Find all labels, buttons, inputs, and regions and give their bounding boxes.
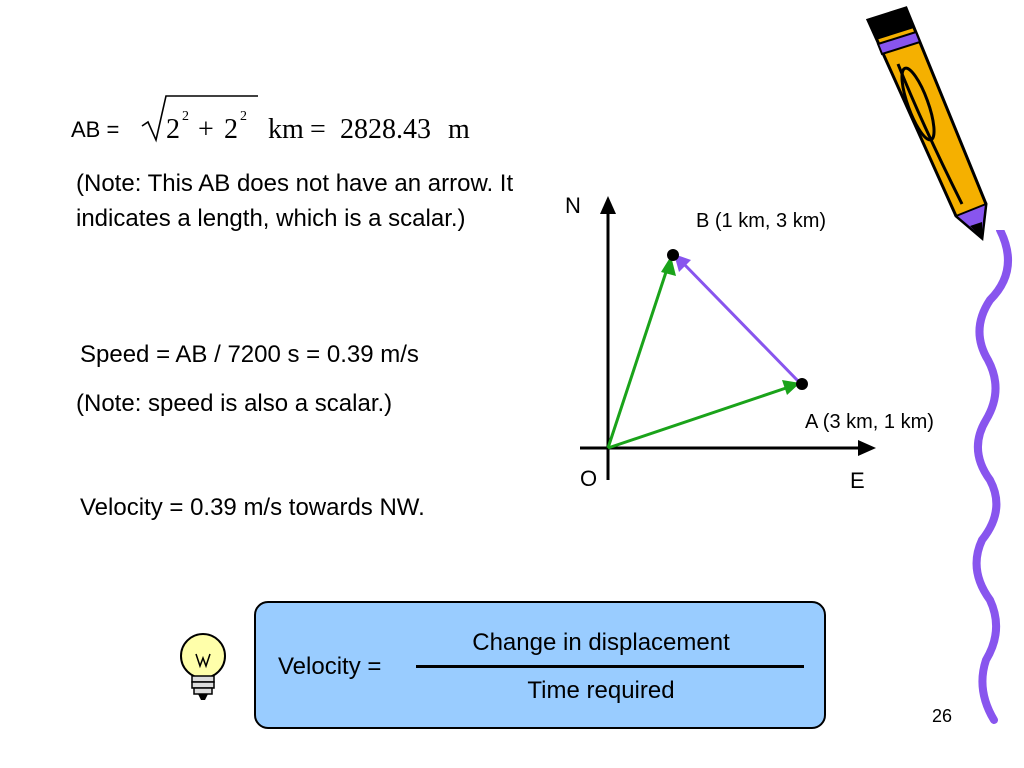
equation-unit: km	[268, 114, 304, 145]
equation-equals: =	[310, 114, 326, 145]
vector-ab	[680, 260, 802, 385]
equation-result: 2828.43	[340, 114, 431, 145]
formula-fraction-bar	[416, 665, 804, 668]
radicand-base-2: 2	[224, 114, 238, 145]
point-b-label: B (1 km, 3 km)	[696, 210, 827, 232]
lightbulb-icon	[180, 633, 226, 700]
radicand-operator: +	[198, 114, 214, 145]
north-label: N	[565, 193, 581, 218]
formula-numerator: Change in displacement	[472, 629, 730, 656]
vector-ob-arrowhead	[661, 256, 676, 276]
point-a	[796, 378, 808, 390]
point-a-label: A (3 km, 1 km)	[805, 411, 934, 433]
radicand-exp-2: 2	[240, 109, 247, 124]
speed-text: Speed = AB / 7200 s = 0.39 m/s	[80, 341, 419, 368]
displacement-diagram	[580, 196, 876, 480]
formula-lhs: Velocity =	[278, 653, 382, 680]
vector-oa	[607, 384, 793, 450]
radicand-base-1: 2	[166, 114, 180, 145]
ab-length-equation: 2 2 + 2 2 km = 2828.43 m	[141, 95, 470, 145]
equation-prefix: AB =	[71, 117, 120, 142]
velocity-text: Velocity = 0.39 m/s towards NW.	[80, 494, 425, 521]
east-label: E	[850, 468, 865, 493]
speed-note: (Note: speed is also a scalar.)	[76, 390, 393, 417]
point-b	[667, 249, 679, 261]
vector-ab-arrowhead	[674, 254, 691, 272]
radicand-exp-1: 2	[182, 109, 189, 124]
origin-label: O	[580, 466, 598, 491]
vector-ob	[606, 265, 670, 449]
east-axis-arrowhead	[858, 440, 876, 456]
formula-denominator: Time required	[527, 677, 675, 704]
pencil-icon	[865, 6, 988, 241]
velocity-formula-box: Velocity = Change in displacement Time r…	[254, 601, 826, 729]
north-axis-arrowhead	[600, 196, 616, 214]
equation-result-unit: m	[448, 114, 470, 145]
length-note: (Note: This AB does not have an arrow. I…	[76, 170, 514, 232]
squiggle-line	[972, 230, 1012, 724]
vector-oa-arrowhead	[782, 380, 800, 395]
page-number: 26	[932, 706, 953, 726]
